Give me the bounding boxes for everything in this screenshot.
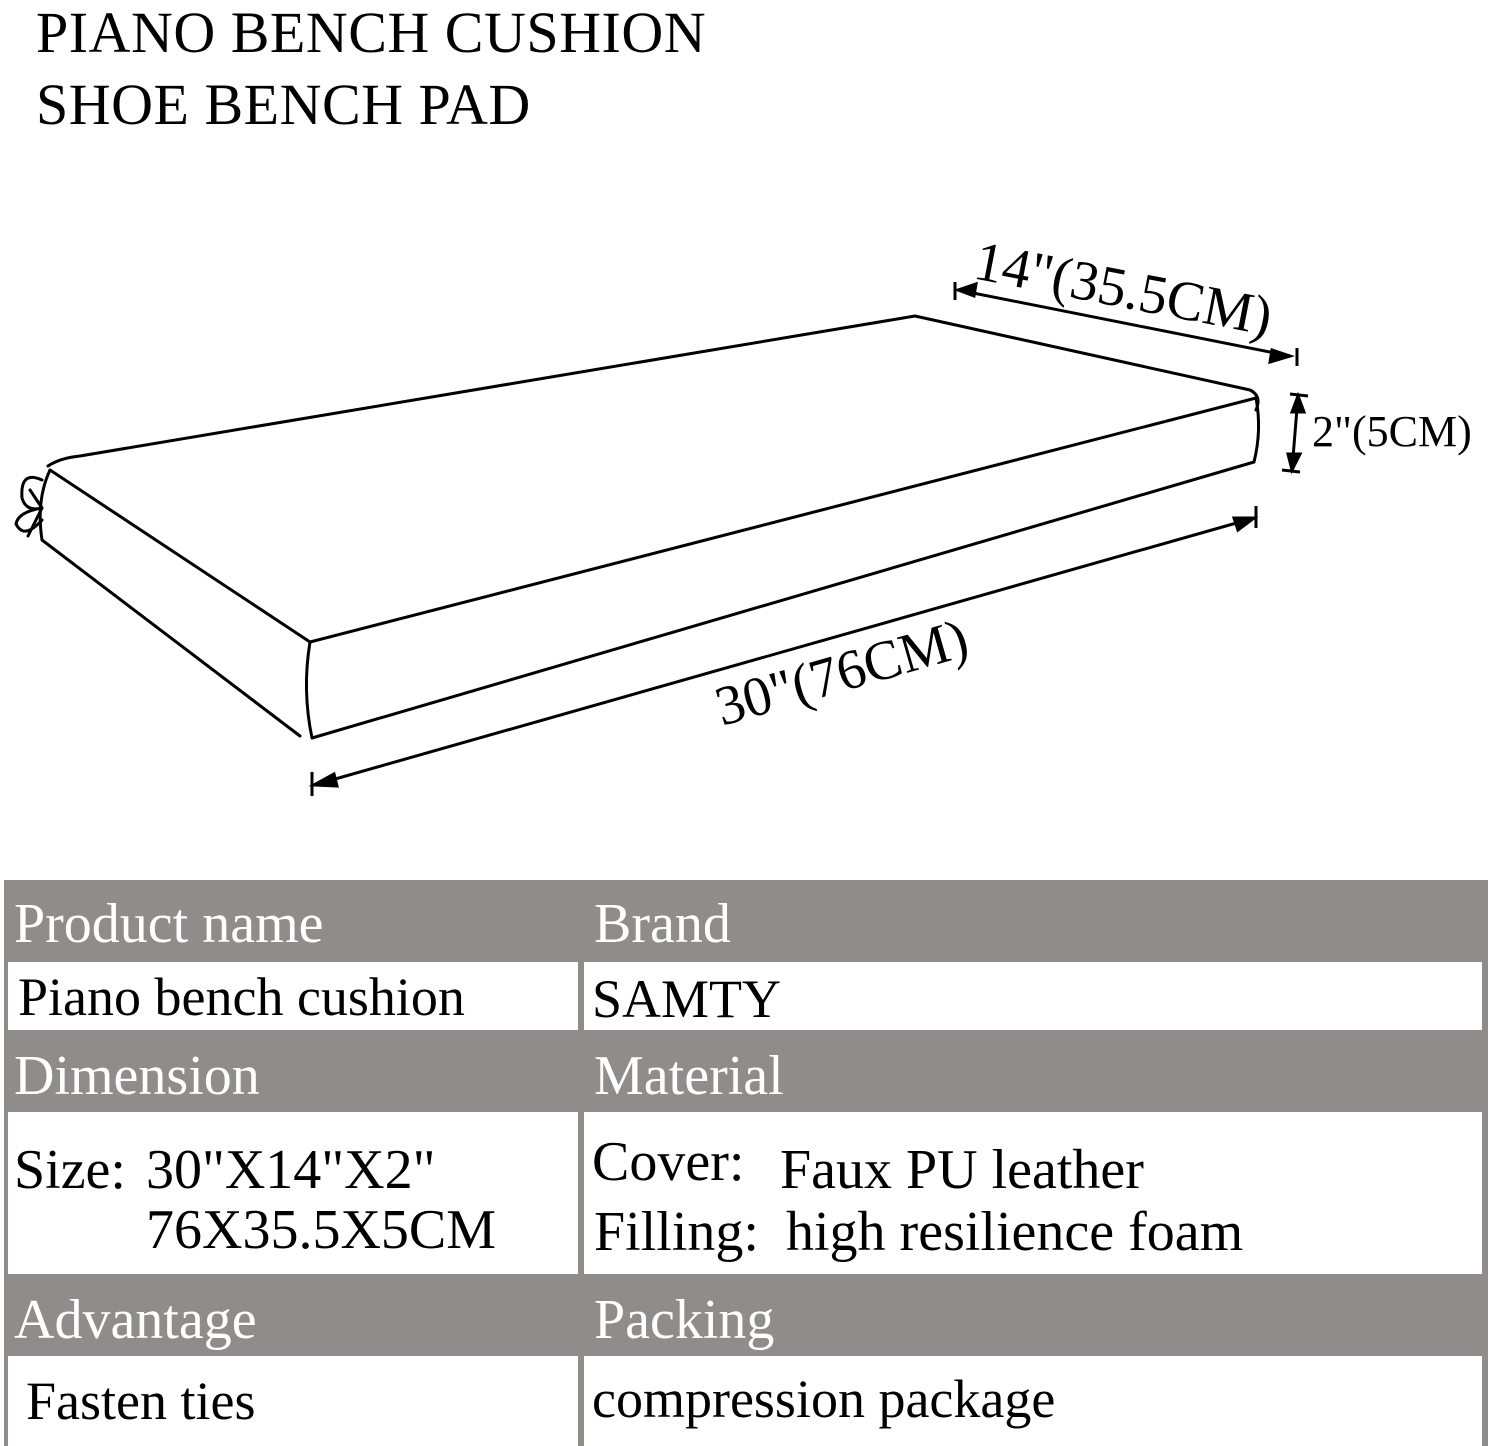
cushion-left-face — [38, 468, 302, 738]
header-product-name: Product name — [14, 893, 324, 955]
header-packing: Packing — [594, 1289, 775, 1351]
spec-table: Product name Brand Piano bench cushion S… — [4, 880, 1488, 1446]
cushion-dimension-diagram: 14"(35.5CM) 2"(5CM) 30"(76CM) — [14, 230, 1472, 796]
value-material: Cover: Faux PU leather Filling: high res… — [584, 1112, 1482, 1274]
header-material: Material — [594, 1045, 784, 1107]
cover-value: Faux PU leather — [780, 1139, 1144, 1201]
header-dimension: Dimension — [14, 1045, 260, 1107]
length-label: 30"(76CM) — [708, 607, 974, 738]
header-brand: Brand — [594, 893, 731, 955]
value-packing: compression package — [584, 1356, 1482, 1446]
cushion-front-face — [304, 640, 314, 740]
value-product-name: Piano bench cushion — [8, 962, 578, 1030]
title-line-2: SHOE BENCH PAD — [36, 72, 531, 137]
cover-label: Cover: — [592, 1131, 745, 1193]
filling-value: high resilience foam — [786, 1201, 1244, 1263]
width-label: 14"(35.5CM) — [970, 230, 1278, 348]
header-advantage: Advantage — [14, 1289, 257, 1351]
title-line-1: PIANO BENCH CUSHION — [36, 0, 707, 65]
size-label: Size: — [14, 1139, 126, 1201]
size-cm: 76X35.5X5CM — [146, 1199, 497, 1261]
cushion-front-edge — [48, 396, 1258, 644]
value-brand: SAMTY — [584, 962, 1482, 1030]
value-dimension: Size: 30"X14"X2" 76X35.5X5CM — [8, 1112, 578, 1274]
cushion-bottom-edge — [310, 460, 1256, 740]
cushion-right-face — [1252, 396, 1261, 464]
value-advantage: Fasten ties — [8, 1356, 578, 1446]
height-label: 2"(5CM) — [1312, 407, 1472, 456]
filling-label: Filling: — [594, 1201, 759, 1263]
tie-icon — [14, 475, 44, 538]
size-inch: 30"X14"X2" — [146, 1139, 436, 1201]
cushion-top-outline — [46, 314, 1260, 468]
